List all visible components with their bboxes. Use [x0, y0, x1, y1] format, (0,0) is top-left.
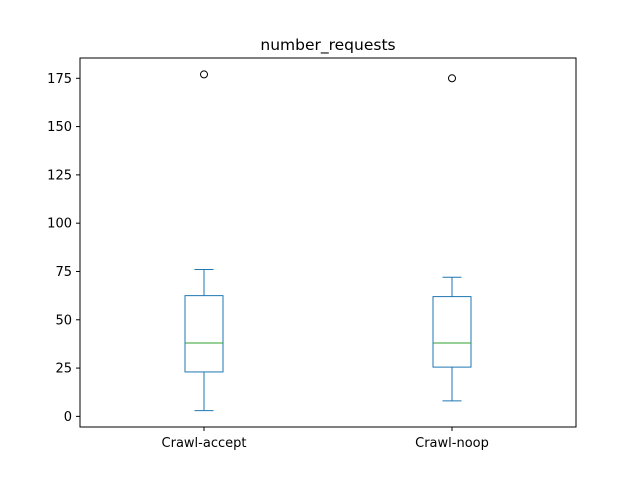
- outlier-point: [448, 74, 456, 83]
- y-tick-label: 50: [55, 313, 72, 328]
- y-tick-label: 25: [55, 362, 72, 377]
- y-tick-label: 150: [47, 120, 72, 135]
- iqr-box: [184, 295, 224, 373]
- x-tick-label: Crawl-accept: [162, 436, 247, 451]
- y-tick-label: 75: [55, 265, 72, 280]
- y-tick-label: 100: [47, 217, 72, 232]
- iqr-box: [432, 296, 472, 368]
- x-tick-label: Crawl-noop: [415, 436, 489, 451]
- outlier-point: [200, 70, 208, 79]
- y-tick-label: 175: [47, 72, 72, 87]
- y-tick-label: 125: [47, 168, 72, 183]
- chart-title: number_requests: [260, 36, 395, 55]
- axes-frame: [79, 57, 577, 428]
- y-tick-label: 0: [64, 410, 72, 425]
